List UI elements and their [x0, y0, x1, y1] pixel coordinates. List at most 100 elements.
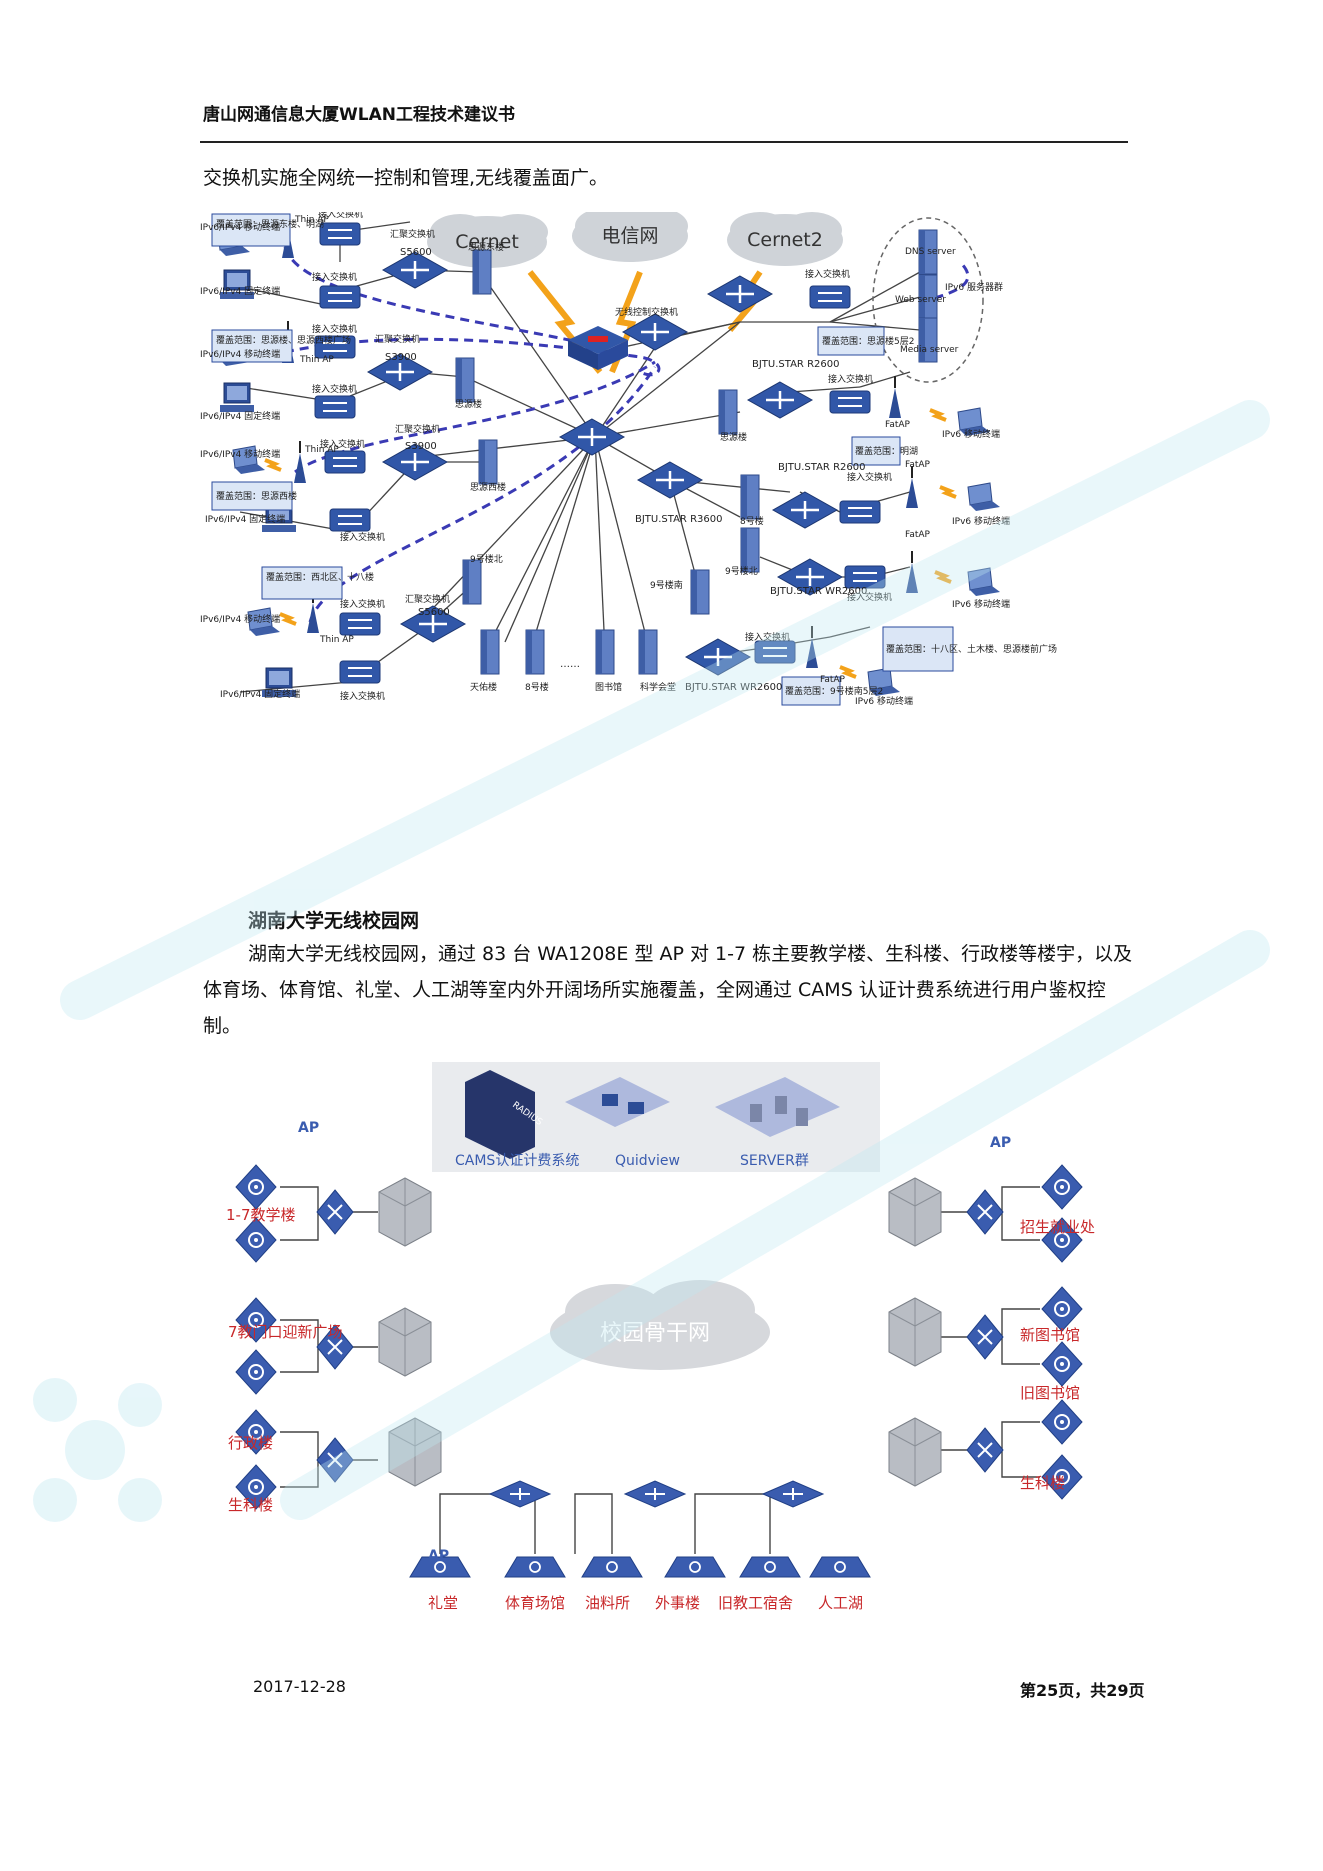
switch-icon: [489, 1480, 551, 1508]
coverage-note-text: 覆盖范围：西北区、十八楼: [266, 571, 374, 583]
page-header-title: 唐山网通信息大厦WLAN工程技术建议书: [203, 105, 515, 125]
label-bottom-site: 外事楼: [655, 1594, 700, 1612]
coverage-note-text: 覆盖范围：明湖: [855, 445, 918, 457]
label-ap: AP: [298, 1120, 319, 1136]
label-access-switch: 接入交换机: [805, 268, 850, 280]
label-bottom-site: 礼堂: [428, 1594, 458, 1612]
coverage-note: 覆盖范围：思源楼、思源西楼广场: [211, 329, 351, 363]
label-access-switch: 接入交换机: [847, 471, 892, 483]
r2600-router-icon: [746, 380, 814, 420]
laptop-icon: [967, 482, 1001, 512]
label-quidview: Quidview: [615, 1153, 680, 1169]
server-building-icon: [525, 629, 545, 675]
label-ap: AP: [990, 1135, 1011, 1151]
label-r2600: BJTU.STAR R2600: [778, 462, 865, 473]
desktop-pc-icon: [219, 382, 255, 413]
label-media-server: Media server: [900, 345, 959, 355]
ap-icon: [504, 1556, 566, 1578]
label-right-site: 生科楼: [1020, 1474, 1065, 1492]
label-access-switch: 接入交换机: [312, 323, 357, 335]
label-thin-ap: Thin AP: [304, 445, 339, 455]
server-building-icon: [690, 569, 710, 615]
coverage-note-text: 覆盖范围：思源楼、思源西楼广场: [216, 334, 351, 346]
coverage-note-text: 覆盖范围：十八区、土木楼、思源楼前广场: [886, 643, 1057, 655]
label-access-switch: 接入交换机: [340, 531, 385, 543]
access-switch-icon: [754, 640, 796, 664]
laptop-icon: [967, 567, 1001, 597]
label-s5600: S5600: [418, 607, 450, 618]
cloud-cernet2: Cernet2: [727, 212, 843, 266]
label-left-site: 行政楼: [228, 1434, 273, 1452]
label-agg-switch: 汇聚交换机: [395, 423, 440, 435]
label-ipv46-fixed: IPv6/IPv4 固定终端: [220, 688, 300, 700]
radius-server-icon: RADIUS: [465, 1070, 544, 1159]
label-building: 9号楼北: [725, 565, 758, 577]
label-bottom-site: 人工湖: [818, 1594, 863, 1612]
server-building-icon: [478, 439, 498, 485]
access-switch-icon: [839, 500, 881, 524]
label-s3900: S3900: [405, 441, 437, 452]
coverage-note: 覆盖范围：思源楼5层2: [817, 326, 914, 356]
label-access-switch: 接入交换机: [320, 438, 365, 450]
media-server-icon: [918, 317, 938, 363]
footer-date: 2017-12-28: [253, 1677, 346, 1696]
label-ipv46-mobile: IPv6/IPv4 移动终端: [200, 613, 280, 625]
label-ipv46-fixed: IPv6/IPv4 固定终端: [200, 285, 280, 297]
server-building-icon: [718, 389, 738, 435]
label-ipv6-mobile: IPv6 移动终端: [952, 598, 1010, 610]
label-ellipsis: ……: [560, 659, 580, 670]
wireless-signal-icon: [928, 408, 948, 422]
label-building: 科学会堂: [640, 681, 676, 693]
building-icon: [388, 1417, 442, 1487]
label-wr2600: BJTU.STAR WR2600: [770, 586, 867, 597]
coverage-note: 覆盖范围：9号楼南5层2: [781, 676, 883, 706]
ap-icon: [664, 1556, 726, 1578]
switch-icon: [762, 1480, 824, 1508]
label-cams: CAMS认证计费系统: [455, 1153, 579, 1169]
label-server-group: SERVER群: [740, 1153, 809, 1169]
label-ipv46-mobile: IPv6/IPv4 移动终端: [200, 348, 280, 360]
access-switch-icon: [809, 285, 851, 309]
access-switch-icon: [319, 222, 361, 246]
access-switch-icon: [339, 660, 381, 684]
backbone-cloud: 校园骨干网: [550, 1280, 770, 1370]
network-diagram-2: RADIUS CAMS认证计费系统 Quidview SERVER群 校园骨干网: [226, 1062, 1095, 1612]
label-building: 9号楼南: [650, 579, 683, 591]
label-building: 9号楼北: [470, 553, 503, 565]
server-building-icon: [638, 629, 658, 675]
label-building: 思源楼: [455, 398, 482, 410]
coverage-note-text: 覆盖范围：思源楼5层2: [822, 335, 914, 347]
backbone-label: 校园骨干网: [600, 1321, 710, 1346]
label-thin-ap: Thin AP: [319, 635, 354, 645]
label-access-switch: 接入交换机: [340, 690, 385, 702]
wireless-signal-icon: [938, 485, 958, 499]
label-left-site: 1-7教学楼: [226, 1206, 296, 1224]
section-title: 湖南大学无线校园网: [248, 910, 420, 932]
switch-icon: [966, 1189, 1004, 1235]
ap-icon: [1041, 1164, 1083, 1210]
r2600-router-icon: [771, 490, 839, 530]
ipv6-server-group-outline: [872, 217, 984, 383]
cloud-cernet: Cernet: [427, 214, 548, 268]
coverage-note: 覆盖范围：十八区、土木楼、思源楼前广场: [882, 626, 1057, 672]
access-switch-icon: [844, 565, 886, 589]
building-icon: [378, 1177, 432, 1247]
wr2600-router-icon: [684, 637, 752, 677]
switch-icon: [316, 1189, 354, 1235]
label-access-switch: 接入交换机: [847, 591, 892, 603]
server-building-icon: [462, 559, 482, 605]
label-access-switch: 接入交换机: [318, 212, 363, 220]
ap-icon: [739, 1556, 801, 1578]
fat-ap-icon: [905, 465, 919, 509]
server-building-icon: [472, 249, 492, 295]
switch-icon: [966, 1314, 1004, 1360]
access-switch-icon: [339, 612, 381, 636]
ap-icon: [809, 1556, 871, 1578]
access-switch-icon: [319, 285, 361, 309]
label-thin-ap: Thin AP: [299, 355, 334, 365]
coverage-note-text: 覆盖范围：9号楼南5层2: [785, 685, 883, 697]
label-access-switch: 接入交换机: [340, 598, 385, 610]
label-s3900: S3900: [385, 352, 417, 363]
label-building: 思源楼: [720, 431, 747, 443]
label-right-site: 旧图书馆: [1020, 1384, 1080, 1402]
